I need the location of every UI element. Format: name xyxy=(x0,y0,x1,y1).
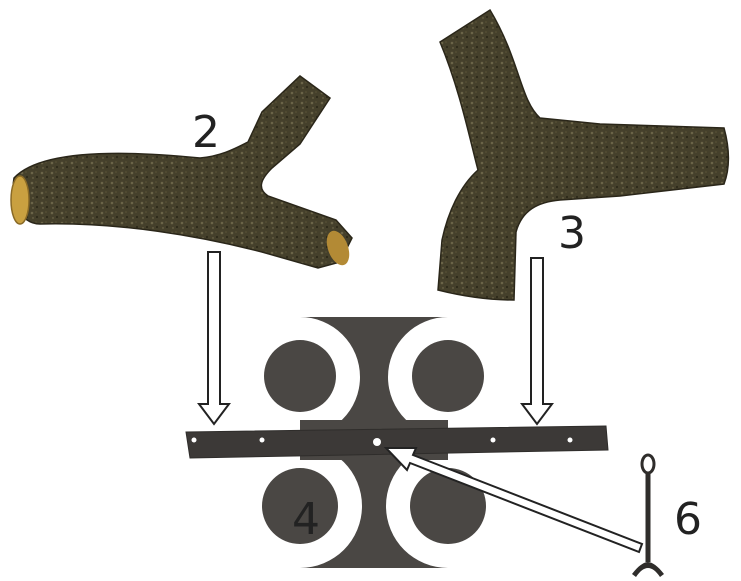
label-log-right: 3 xyxy=(558,208,586,259)
hook-prongs xyxy=(632,562,664,577)
grate-bar-hole xyxy=(192,438,197,443)
label-log-left: 2 xyxy=(192,107,220,158)
label-hook: 6 xyxy=(674,494,702,545)
hook-eye xyxy=(642,455,654,473)
log-left-body xyxy=(13,76,352,268)
log-left xyxy=(11,76,354,268)
label-grate: 4 xyxy=(292,494,320,545)
down-arrow-icon xyxy=(199,252,229,424)
log-left-cut-end xyxy=(11,176,29,224)
grate xyxy=(186,317,608,568)
down-arrow-icon xyxy=(522,258,552,424)
down-arrow-left xyxy=(199,252,229,424)
hook-tool-icon xyxy=(632,455,664,577)
grate-bar-hole xyxy=(568,438,573,443)
hook-shaft xyxy=(646,472,651,562)
grate-bar-hole xyxy=(373,438,381,446)
grate-bar-hole xyxy=(491,438,496,443)
grate-bar-hole xyxy=(260,438,265,443)
down-arrow-right xyxy=(522,258,552,424)
